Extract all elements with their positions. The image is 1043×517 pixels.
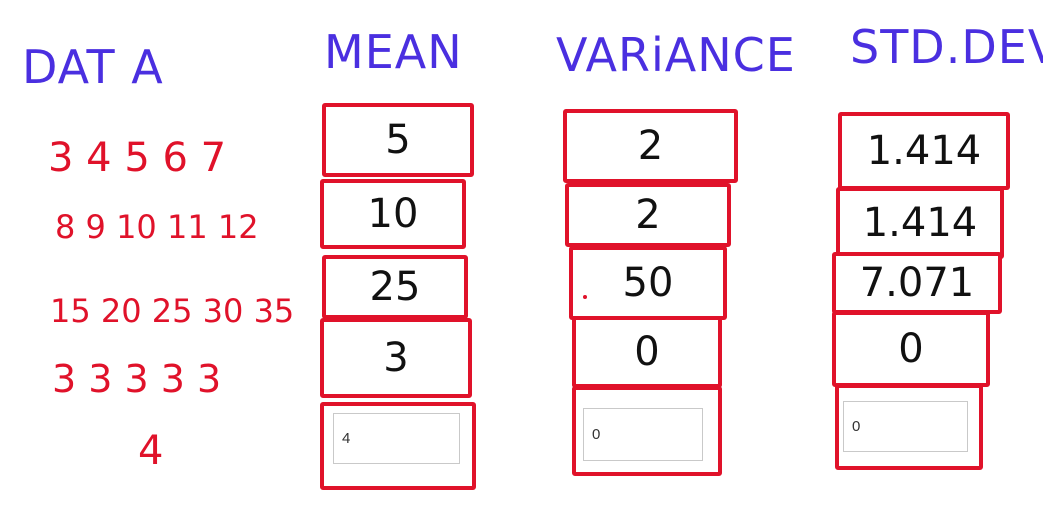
variance-input[interactable] [583,408,703,461]
mean-box-1: 5 [322,103,474,177]
variance-box-4: 0 [572,316,722,388]
header-mean: MEAN [324,25,463,79]
variance-box-2: 2 [565,183,731,247]
mean-input[interactable] [333,413,460,464]
mean-box-4: 3 [320,318,472,398]
std-value-3: 7.071 [859,260,975,306]
std-value-1: 1.414 [866,128,982,174]
mean-value-1: 5 [385,117,411,163]
mean-box-3: 25 [322,255,468,319]
mean-value-2: 10 [367,191,419,237]
std-box-3: 7.071 [832,252,1002,314]
data-row-4: 3 3 3 3 3 [52,357,222,401]
data-row-5: 4 [138,428,164,474]
data-row-1: 3 4 5 6 7 [48,135,227,181]
std-value-2: 1.414 [862,200,978,246]
std-box-2: 1.414 [836,187,1004,259]
std-value-4: 0 [898,326,924,372]
variance-value-2: 2 [635,192,661,238]
std-dev-input[interactable] [843,401,968,452]
mean-value-4: 3 [383,335,409,381]
variance-value-3: 50 [622,260,674,306]
mean-value-3: 25 [369,264,421,310]
header-variance: VARiANCE [556,28,796,82]
variance-value-4: 0 [634,329,660,375]
data-row-3: 15 20 25 30 35 [50,292,295,330]
variance-value-1: 2 [637,123,664,169]
header-std-dev: STD.DEV [850,20,1043,74]
variance-box-1: 2 [563,109,738,183]
mean-box-2: 10 [320,179,466,249]
header-data: DAT A [22,40,164,94]
data-row-2: 8 9 10 11 12 [55,208,259,246]
